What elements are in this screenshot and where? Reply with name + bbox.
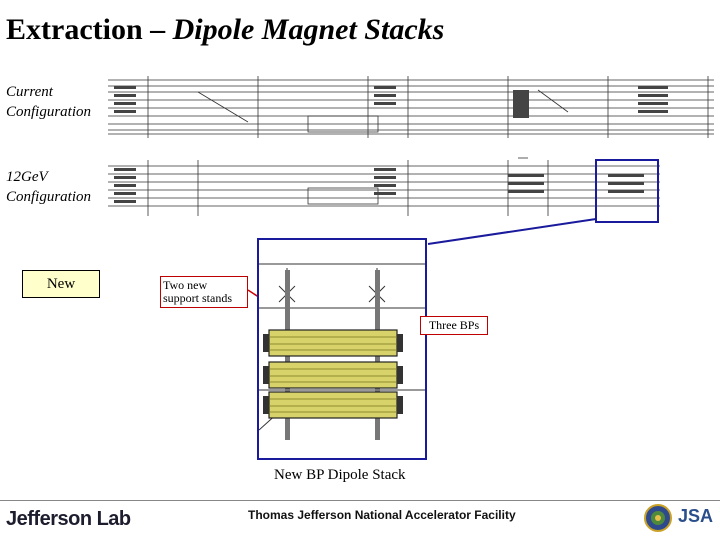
- stack-zoom-drawing: [258, 263, 425, 440]
- jefferson-lab-logo: Jefferson Lab: [6, 508, 131, 530]
- stack-zoom-frame: [257, 238, 427, 460]
- stack-highlight-box: [595, 159, 659, 223]
- support-stands-callout: Two new support stands: [160, 276, 248, 308]
- current-config-label: Current Configuration: [6, 82, 91, 122]
- footer-divider: [0, 500, 720, 501]
- new-config-line1: 12GeV: [6, 169, 48, 185]
- jsa-logo: JSA: [678, 506, 714, 526]
- current-config-line1: Current: [6, 84, 53, 100]
- doe-seal-icon: [644, 504, 672, 532]
- slide-title: Extraction – Dipole Magnet Stacks: [6, 10, 444, 50]
- facility-name: Thomas Jefferson National Accelerator Fa…: [248, 508, 516, 522]
- stack-caption: New BP Dipole Stack: [274, 467, 406, 483]
- title-dash: –: [142, 13, 173, 46]
- current-config-drawing: [108, 72, 714, 142]
- title-main: Extraction: [6, 13, 143, 46]
- three-bps-callout: Three BPs: [420, 316, 488, 335]
- new-config-line2: Configuration: [6, 189, 92, 205]
- new-config-drawing: [108, 152, 660, 224]
- new-label-box: New: [22, 270, 100, 298]
- title-sub: Dipole Magnet Stacks: [172, 13, 445, 46]
- footer: Jefferson Lab Thomas Jefferson National …: [0, 492, 720, 540]
- current-config-line2: Configuration: [6, 104, 92, 120]
- new-config-label: 12GeV Configuration: [6, 167, 91, 207]
